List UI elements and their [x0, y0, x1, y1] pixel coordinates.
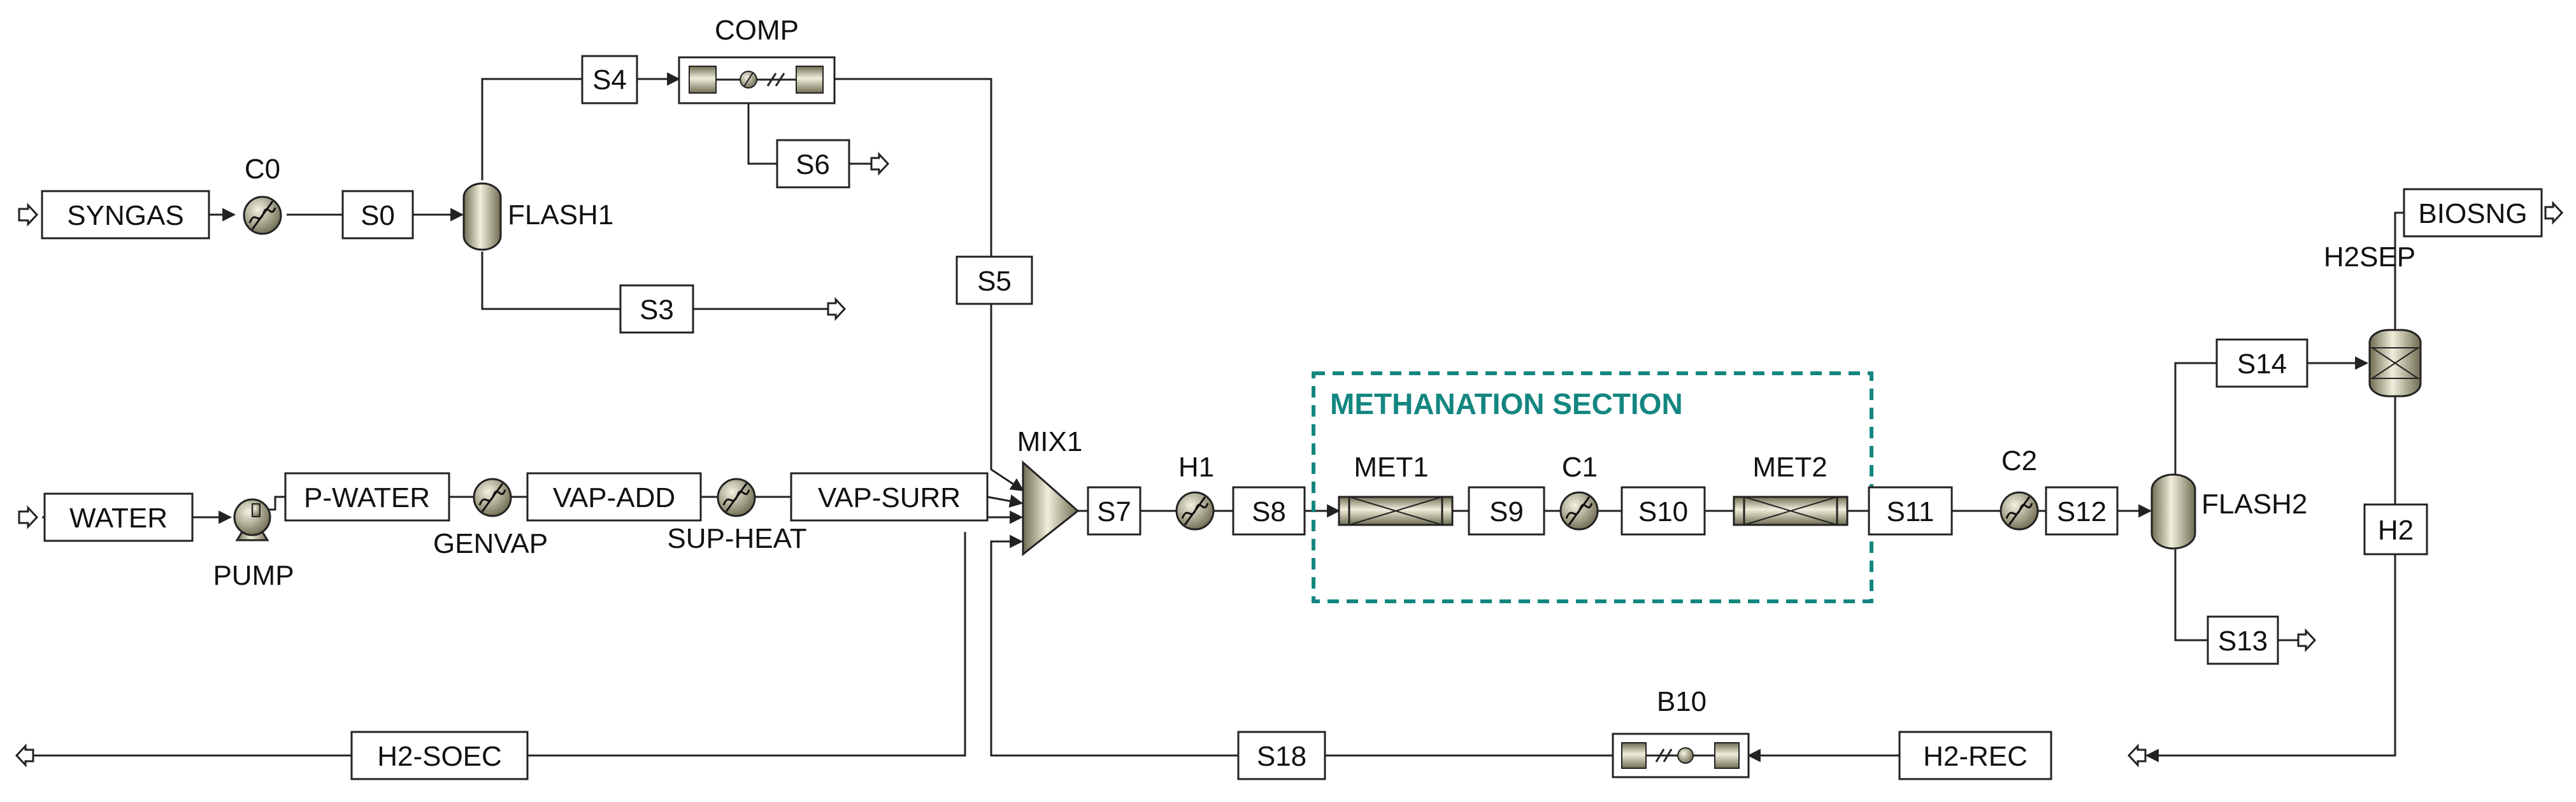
- stream-s0[interactable]: S0: [341, 190, 414, 240]
- stream-s10[interactable]: S10: [1621, 486, 1706, 536]
- stream-h2-rec[interactable]: H2-REC: [1898, 731, 2052, 780]
- svg-text:P-WATER: P-WATER: [304, 482, 430, 513]
- c0-label: C0: [245, 154, 280, 185]
- stream-vap-surr[interactable]: VAP-SURR: [790, 472, 989, 522]
- stream-s7[interactable]: S7: [1087, 486, 1141, 536]
- s13-product-arrow: [2297, 628, 2317, 652]
- stream-s3[interactable]: S3: [619, 284, 694, 334]
- svg-text:S8: S8: [1252, 496, 1286, 527]
- svg-text:S3: S3: [640, 294, 674, 326]
- stream-s4[interactable]: S4: [581, 55, 638, 104]
- comp-compressor-icon[interactable]: [678, 56, 836, 104]
- c2-heat-exchanger-icon[interactable]: [2000, 491, 2039, 531]
- h2sep-label: H2SEP: [2324, 241, 2415, 273]
- met1-reactor-icon[interactable]: [1338, 496, 1454, 526]
- block-labels: C0 FLASH1 COMP PUMP GENVAP SUP-HEAT MIX1…: [213, 15, 2415, 717]
- svg-text:S9: S9: [1489, 496, 1524, 527]
- flash1-label: FLASH1: [508, 199, 613, 231]
- methanation-section-label: METHANATION SECTION: [1330, 387, 1683, 420]
- svg-text:S18: S18: [1257, 741, 1306, 772]
- stream-s8[interactable]: S8: [1232, 486, 1306, 536]
- stream-syngas[interactable]: SYNGAS: [41, 190, 210, 240]
- svg-text:S11: S11: [1886, 496, 1934, 527]
- c0-heat-exchanger-icon[interactable]: [243, 196, 282, 235]
- stream-p-water[interactable]: P-WATER: [284, 472, 450, 522]
- stream-s13[interactable]: S13: [2207, 615, 2279, 665]
- svg-text:SYNGAS: SYNGAS: [67, 200, 183, 231]
- pump-label: PUMP: [213, 560, 294, 591]
- h2-product-arrow: [2127, 743, 2147, 768]
- stream-s14[interactable]: S14: [2215, 338, 2308, 388]
- sup-heat-heat-exchanger-icon[interactable]: [717, 478, 756, 517]
- stream-h2[interactable]: H2: [2363, 503, 2428, 555]
- svg-text:S13: S13: [2218, 626, 2268, 657]
- stream-vap-add[interactable]: VAP-ADD: [526, 472, 702, 522]
- s3-product-arrow: [827, 297, 847, 321]
- svg-text:WATER: WATER: [69, 503, 168, 534]
- b10-compressor-icon[interactable]: [1612, 733, 1750, 778]
- stream-s5[interactable]: S5: [955, 255, 1033, 305]
- genvap-heat-exchanger-icon[interactable]: [473, 478, 512, 517]
- svg-text:S7: S7: [1097, 496, 1131, 527]
- methanation-section: METHANATION SECTION: [1312, 371, 1873, 603]
- stream-water[interactable]: WATER: [43, 492, 194, 542]
- c1-heat-exchanger-icon[interactable]: [1559, 491, 1599, 531]
- svg-text:S6: S6: [796, 149, 830, 180]
- svg-text:H2-SOEC: H2-SOEC: [377, 741, 502, 772]
- svg-text:S5: S5: [977, 266, 1012, 297]
- pump-icon[interactable]: [233, 498, 271, 541]
- equipment: [233, 56, 2422, 778]
- svg-text:S0: S0: [361, 200, 395, 231]
- stream-s11[interactable]: S11: [1868, 486, 1953, 536]
- syngas-feed-arrow: [18, 203, 39, 227]
- c2-label: C2: [2001, 445, 2037, 476]
- h2-soec-product-arrow: [15, 743, 34, 768]
- h2sep-separator-icon[interactable]: [2368, 329, 2422, 397]
- flash2-label: FLASH2: [2201, 489, 2307, 520]
- stream-s9[interactable]: S9: [1468, 486, 1545, 536]
- biosng-product-arrow: [2544, 201, 2564, 225]
- svg-text:S14: S14: [2237, 348, 2287, 380]
- sup-heat-label: SUP-HEAT: [667, 523, 806, 554]
- stream-biosng[interactable]: BIOSNG: [2403, 188, 2543, 238]
- stream-h2-soec[interactable]: H2-SOEC: [350, 731, 529, 780]
- svg-text:S4: S4: [592, 64, 627, 96]
- svg-text:S10: S10: [1638, 496, 1688, 527]
- met1-label: MET1: [1354, 452, 1428, 483]
- mix1-label: MIX1: [1017, 426, 1083, 457]
- b10-label: B10: [1657, 686, 1707, 717]
- genvap-label: GENVAP: [433, 528, 548, 559]
- svg-text:BIOSNG: BIOSNG: [2418, 198, 2527, 229]
- comp-label: COMP: [715, 15, 799, 46]
- svg-text:VAP-SURR: VAP-SURR: [818, 482, 961, 513]
- h1-heat-exchanger-icon[interactable]: [1175, 491, 1215, 531]
- h1-label: H1: [1178, 452, 1214, 483]
- stream-s12[interactable]: S12: [2045, 486, 2119, 536]
- svg-text:H2: H2: [2378, 515, 2414, 546]
- mix1-mixer-icon[interactable]: [1022, 460, 1080, 557]
- met2-label: MET2: [1752, 452, 1827, 483]
- stream-s18[interactable]: S18: [1237, 731, 1326, 780]
- svg-text:VAP-ADD: VAP-ADD: [553, 482, 675, 513]
- flash2-vessel-icon[interactable]: [2150, 473, 2196, 550]
- c1-label: C1: [1562, 452, 1598, 483]
- s6-product-arrow: [870, 152, 890, 176]
- flash1-vessel-icon[interactable]: [462, 182, 502, 251]
- stream-s6[interactable]: S6: [776, 139, 850, 189]
- stream-labels: SYNGAS S0 S4 S6 S3 S5 WATER P-WATER VAP-…: [41, 55, 2543, 780]
- water-feed-arrow: [18, 505, 39, 529]
- stream-lines: [17, 72, 2404, 763]
- svg-text:H2-REC: H2-REC: [1923, 741, 2028, 772]
- svg-text:S12: S12: [2057, 496, 2107, 527]
- met2-reactor-icon[interactable]: [1733, 496, 1849, 526]
- feed-product-arrows: [15, 152, 2564, 768]
